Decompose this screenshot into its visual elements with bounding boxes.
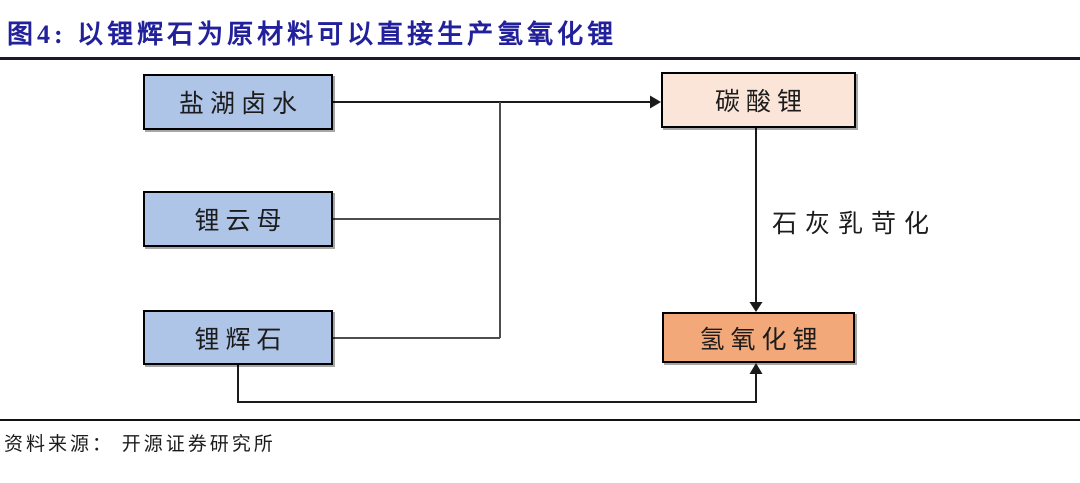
node-lepidolite: 锂云母 (143, 191, 333, 247)
figure-title: 图4: 以锂辉石为原材料可以直接生产氢氧化锂 (7, 20, 618, 49)
footer-rule (0, 419, 1080, 421)
node-lithium-carbonate: 碳酸锂 (661, 72, 856, 128)
node-lithium-hydroxide-label: 氢氧化锂 (699, 326, 824, 354)
edge-label-causticization: 石灰乳苛化 (772, 211, 938, 238)
edge-spodumene-to-hydroxide (237, 365, 757, 403)
node-lepidolite-label: 锂云母 (194, 208, 288, 235)
arrowhead-into-carbonate (650, 95, 661, 109)
node-salt-lake-brine: 盐湖卤水 (143, 74, 333, 130)
node-spodumene-label: 锂辉石 (194, 326, 288, 354)
node-lithium-hydroxide: 氢氧化锂 (662, 312, 855, 363)
arrowhead-into-hydroxide-bottom (749, 363, 763, 374)
node-lithium-carbonate-label: 碳酸锂 (714, 89, 808, 116)
source-attribution: 资料来源： 开源证券研究所 (4, 434, 276, 455)
arrowhead-into-hydroxide-top (749, 302, 763, 312)
node-salt-lake-brine-label: 盐湖卤水 (178, 91, 303, 118)
title-underline (0, 57, 1080, 60)
node-spodumene: 锂辉石 (143, 310, 333, 365)
